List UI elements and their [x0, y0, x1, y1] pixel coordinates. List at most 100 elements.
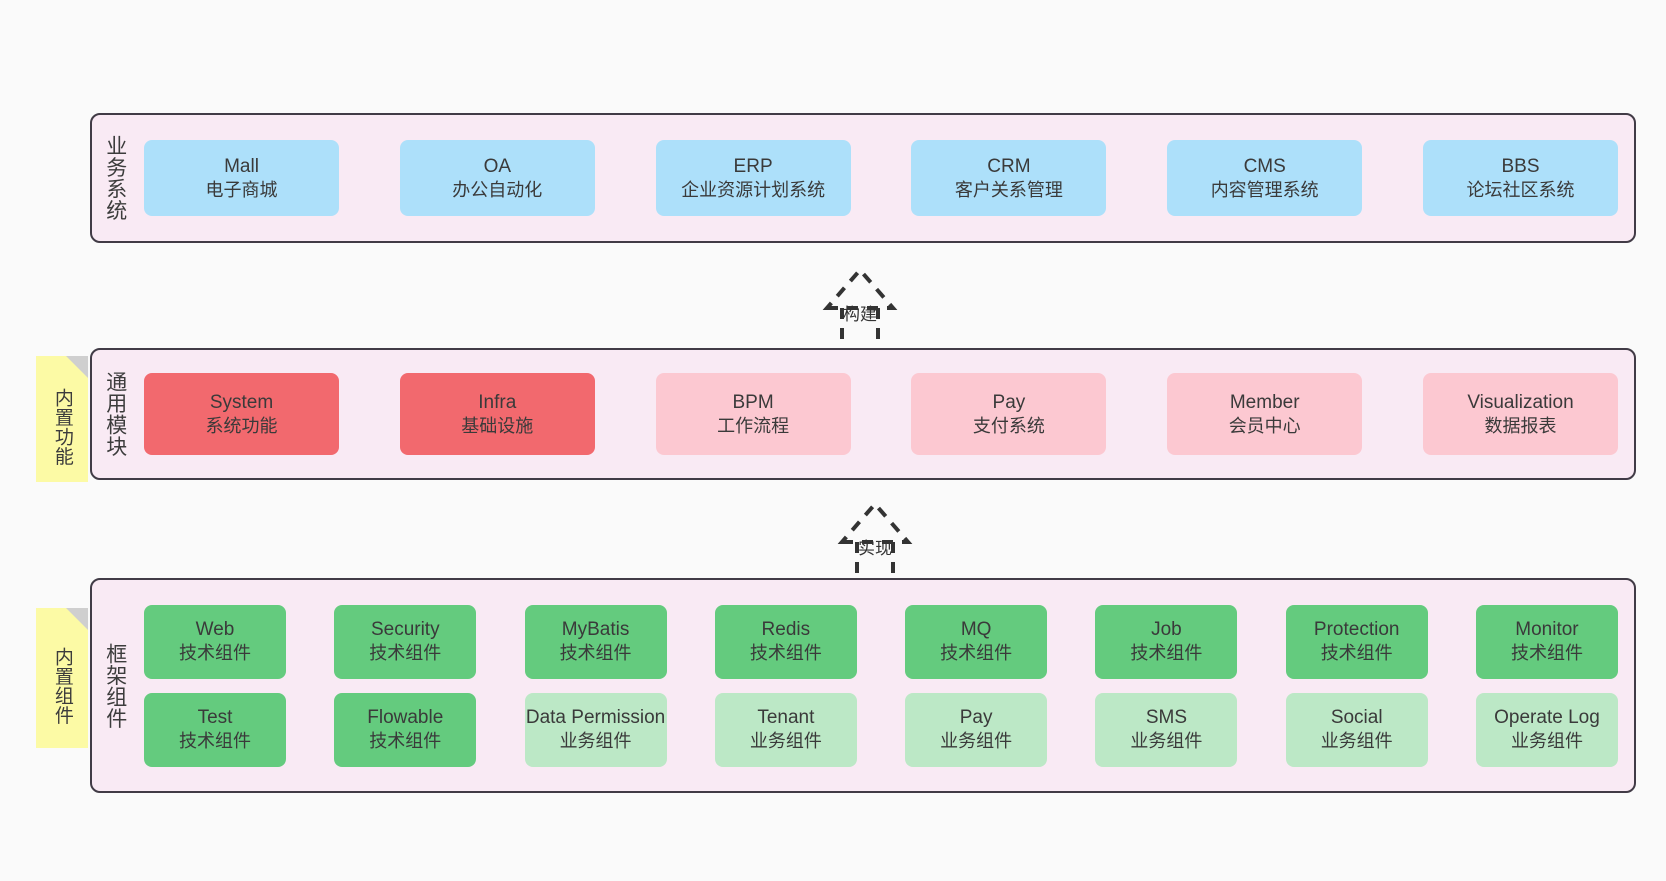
note-fold-corner-icon — [66, 356, 88, 378]
layer-framework-component-grid: Web 技术组件 Security 技术组件 MyBatis 技术组件 Redi… — [138, 580, 1634, 791]
card-security-title: Security — [370, 619, 440, 641]
connector-implement-label: 实现 — [858, 539, 892, 558]
card-mq-title: MQ — [960, 619, 992, 641]
card-oa-title: OA — [483, 155, 512, 177]
card-mybatis-subtitle: 技术组件 — [559, 643, 632, 664]
card-flowable[interactable]: Flowable 技术组件 — [334, 692, 477, 767]
card-social-subtitle: 业务组件 — [1320, 731, 1393, 752]
card-flowable-title: Flowable — [367, 707, 444, 729]
card-bbs-subtitle: 论坛社区系统 — [1466, 179, 1575, 200]
card-infra-title: Infra — [478, 391, 517, 413]
card-tenant[interactable]: Tenant 业务组件 — [714, 692, 857, 767]
card-oa[interactable]: OA 办公自动化 — [399, 140, 595, 216]
card-cms-subtitle: 内容管理系统 — [1210, 179, 1319, 200]
card-cms[interactable]: CMS 内容管理系统 — [1167, 140, 1363, 216]
card-social[interactable]: Social 业务组件 — [1285, 692, 1428, 767]
card-flowable-subtitle: 技术组件 — [369, 731, 442, 752]
card-pay-component-title: Pay — [959, 707, 993, 729]
card-cms-title: CMS — [1243, 155, 1286, 177]
card-protection[interactable]: Protection 技术组件 — [1285, 604, 1428, 679]
card-crm-subtitle: 客户关系管理 — [954, 179, 1063, 200]
card-bpm[interactable]: BPM 工作流程 — [655, 373, 851, 455]
card-mall-title: Mall — [224, 155, 259, 177]
card-mall-subtitle: 电子商城 — [205, 179, 278, 200]
card-crm-title: CRM — [987, 155, 1031, 177]
card-job[interactable]: Job 技术组件 — [1095, 604, 1238, 679]
card-bbs[interactable]: BBS 论坛社区系统 — [1422, 140, 1618, 216]
card-operate-log-title: Operate Log — [1494, 707, 1600, 729]
card-member-title: Member — [1229, 391, 1300, 413]
card-system-title: System — [209, 391, 274, 413]
card-crm[interactable]: CRM 客户关系管理 — [911, 140, 1107, 216]
card-system-subtitle: 系统功能 — [205, 415, 278, 436]
layer-business-system-title: 业务系统 — [103, 135, 127, 221]
layer-common-module-title: 通用模块 — [103, 371, 127, 457]
card-data-permission[interactable]: Data Permission 业务组件 — [524, 692, 667, 767]
card-redis-title: Redis — [761, 619, 811, 641]
card-pay-component-subtitle: 业务组件 — [940, 731, 1013, 752]
card-visualization[interactable]: Visualization 数据报表 — [1422, 373, 1618, 455]
card-visualization-subtitle: 数据报表 — [1484, 415, 1557, 436]
framework-row-business: Test 技术组件 Flowable 技术组件 Data Permission … — [144, 692, 1618, 767]
card-test-subtitle: 技术组件 — [179, 731, 251, 752]
connector-build-label: 构建 — [843, 305, 877, 324]
card-mall[interactable]: Mall 电子商城 — [144, 140, 339, 216]
layer-common-module-cards: System 系统功能 Infra 基础设施 BPM 工作流程 Pay 支付系统… — [138, 350, 1634, 478]
card-system[interactable]: System 系统功能 — [144, 373, 339, 455]
card-erp-title: ERP — [733, 155, 773, 177]
card-test[interactable]: Test 技术组件 — [144, 692, 286, 767]
card-member-subtitle: 会员中心 — [1228, 415, 1301, 436]
connector-build: 构建 — [760, 258, 960, 358]
card-data-permission-subtitle: 业务组件 — [559, 731, 632, 752]
card-job-title: Job — [1151, 619, 1182, 641]
card-mybatis[interactable]: MyBatis 技术组件 — [524, 604, 667, 679]
note-builtin-functions-text: 内置功能 — [51, 388, 73, 466]
note-builtin-components: 内置组件 — [36, 608, 88, 748]
card-infra-subtitle: 基础设施 — [461, 415, 534, 436]
card-monitor[interactable]: Monitor 技术组件 — [1475, 604, 1618, 679]
card-web[interactable]: Web 技术组件 — [144, 604, 286, 679]
card-redis-subtitle: 技术组件 — [749, 643, 822, 664]
note-builtin-components-text: 内置组件 — [51, 647, 73, 725]
card-member[interactable]: Member 会员中心 — [1167, 373, 1363, 455]
layer-framework-component: 框架组件 Web 技术组件 Security 技术组件 MyBatis 技术组件… — [90, 578, 1636, 793]
card-visualization-title: Visualization — [1467, 391, 1574, 413]
card-redis[interactable]: Redis 技术组件 — [714, 604, 857, 679]
card-protection-subtitle: 技术组件 — [1320, 643, 1393, 664]
card-security-subtitle: 技术组件 — [369, 643, 442, 664]
card-tenant-title: Tenant — [757, 707, 815, 729]
card-erp-subtitle: 企业资源计划系统 — [681, 179, 826, 200]
card-operate-log[interactable]: Operate Log 业务组件 — [1475, 692, 1618, 767]
layer-business-system-cards: Mall 电子商城 OA 办公自动化 ERP 企业资源计划系统 CRM 客户关系… — [138, 115, 1634, 241]
card-operate-log-subtitle: 业务组件 — [1510, 731, 1583, 752]
card-pay-module[interactable]: Pay 支付系统 — [911, 373, 1107, 455]
card-sms[interactable]: SMS 业务组件 — [1095, 692, 1238, 767]
card-sms-title: SMS — [1145, 707, 1187, 729]
card-mybatis-title: MyBatis — [561, 619, 630, 641]
card-bbs-title: BBS — [1501, 155, 1540, 177]
card-security[interactable]: Security 技术组件 — [334, 604, 477, 679]
card-monitor-title: Monitor — [1515, 619, 1579, 641]
card-bpm-subtitle: 工作流程 — [717, 415, 790, 436]
card-tenant-subtitle: 业务组件 — [749, 731, 822, 752]
card-pay-module-subtitle: 支付系统 — [972, 415, 1045, 436]
framework-row-technical: Web 技术组件 Security 技术组件 MyBatis 技术组件 Redi… — [144, 604, 1618, 679]
card-monitor-subtitle: 技术组件 — [1510, 643, 1583, 664]
card-pay-module-title: Pay — [992, 391, 1026, 413]
card-sms-subtitle: 业务组件 — [1130, 731, 1203, 752]
card-erp[interactable]: ERP 企业资源计划系统 — [655, 140, 851, 216]
arrowhead-triangle — [822, 266, 898, 310]
note-fold-corner-icon — [66, 608, 88, 630]
card-pay-component[interactable]: Pay 业务组件 — [905, 692, 1048, 767]
card-mq-subtitle: 技术组件 — [940, 643, 1013, 664]
card-mq[interactable]: MQ 技术组件 — [905, 604, 1048, 679]
card-job-subtitle: 技术组件 — [1130, 643, 1203, 664]
card-protection-title: Protection — [1313, 619, 1400, 641]
card-social-title: Social — [1330, 707, 1383, 729]
layer-framework-component-title: 框架组件 — [103, 642, 127, 729]
card-bpm-title: BPM — [732, 391, 774, 413]
card-infra[interactable]: Infra 基础设施 — [399, 373, 595, 455]
connector-implement: 实现 — [775, 492, 975, 592]
card-web-title: Web — [195, 619, 235, 641]
card-test-title: Test — [197, 707, 233, 729]
